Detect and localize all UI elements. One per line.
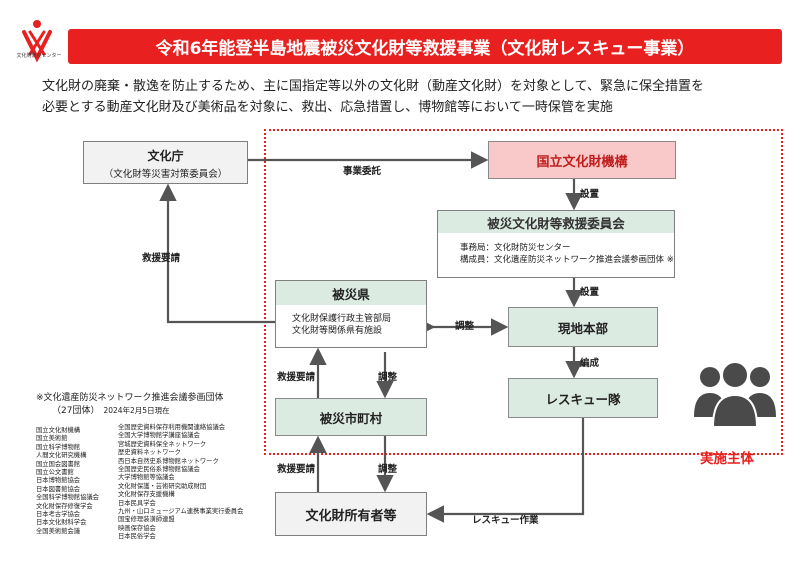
member-item: 日本文化財科学会 [36, 519, 87, 527]
member-item: 全国美術館会議 [36, 527, 81, 535]
label-organize: 編成 [580, 358, 600, 369]
intro-line-1: 文化財の廃棄・散逸を防止するため、主に国指定等以外の文化財（動産文化財）を対象と… [42, 79, 704, 94]
prefecture-title: 被災県 [276, 281, 426, 305]
label-coord-muni-owner: 調整 [378, 464, 398, 475]
label-rescue-work: レスキュー作業 [472, 515, 539, 526]
member-item: 映画保存協会 [118, 524, 156, 532]
member-item: 西日本自然史系博物館ネットワーク [118, 457, 219, 465]
member-item: 日本考古学協会 [36, 511, 81, 519]
agency-subtitle: （文化財等災害対策委員会） [103, 169, 228, 180]
label-request-pref: 救援要請 [277, 372, 316, 383]
label-coord-pref-hq: 調整 [455, 321, 475, 332]
member-item: 大学博物館等協議会 [118, 474, 175, 482]
member-item: 文化財保存修復学会 [36, 502, 93, 510]
label-setup-1: 設置 [580, 189, 600, 200]
label-request-muni: 救援要請 [277, 464, 316, 475]
label-coord-pref-muni: 調整 [378, 372, 398, 383]
node-hq: 現地本部 [508, 307, 658, 347]
node-agency: 文化庁 （文化財等災害対策委員会） [83, 141, 248, 184]
committee-line-1: 事務局：文化財防災センター [460, 243, 571, 253]
edge-rescue-work [426, 418, 585, 523]
member-item: 日本図書館協会 [36, 485, 81, 493]
page-title: 令和6年能登半島地震被災文化財等救援事業（文化財レスキュー事業） [68, 29, 782, 64]
logo-text: 文化財防災センター [16, 53, 62, 59]
member-item: 文化財保護・芸術研究助成財団 [118, 482, 207, 490]
member-item: 国立科学博物館 [36, 443, 81, 451]
member-item: 全国歴史資料保存利用機関連絡協議会 [118, 424, 226, 431]
node-committee: 被災文化財等救援委員会 事務局：文化財防災センター 構成員：文化遺産防災ネットワ… [437, 210, 675, 278]
member-item: 文化財保存支援機構 [118, 491, 175, 499]
member-item: 国立国会図書館 [36, 460, 81, 468]
note-count: （27団体） [52, 406, 100, 416]
member-item: 日本博物館協会 [36, 477, 81, 485]
node-nich: 国立文化財機構 [488, 141, 676, 179]
member-item: 国宝修理装潢師連盟 [118, 516, 175, 524]
intro-line-2: 必要とする動産文化財及び美術品を対象に、救出、応急措置し、博物館等において一時保… [42, 100, 613, 115]
prefecture-line-1: 文化財保護行政主管部局 [292, 314, 392, 324]
note-subheading: （27団体）2024年2月5日現在 [52, 403, 170, 416]
edge-request-main [159, 183, 275, 324]
member-item: 九州・山口ミュージアム連携事業実行委員会 [118, 508, 244, 516]
member-item: 歴史資料ネットワーク [118, 449, 181, 457]
member-item: 国立美術館 [36, 435, 68, 443]
note-heading: ※文化遺産防災ネットワーク推進会議参画団体 [36, 393, 224, 403]
member-item: 全国大学博物館学講座協議会 [118, 432, 200, 440]
member-item: 宮城歴史資料保全ネットワーク [118, 440, 207, 448]
member-item: 日本民具学会 [118, 499, 156, 507]
agency-title: 文化庁 [147, 149, 184, 163]
node-prefecture: 被災県 文化財保護行政主管部局 文化財等関係県有施設 [275, 280, 427, 348]
member-list-col1: 国立文化財機構 国立美術館 国立科学博物館 人間文化研究機構 国立国会図書館 国… [36, 427, 99, 536]
node-municipality: 被災市町村 [275, 398, 427, 436]
implementer-frame [264, 129, 783, 455]
member-item: 国立公文書館 [36, 469, 74, 477]
member-item: 人間文化研究機構 [36, 452, 87, 460]
member-list-col2: 全国歴史資料保存利用機関連絡協議会 全国大学博物館学講座協議会 宮城歴史資料保全… [118, 424, 243, 542]
label-request-main: 救援要請 [142, 253, 181, 264]
implementer-label: 実施主体 [700, 451, 754, 467]
logo-mark [22, 20, 52, 63]
node-owner: 文化財所有者等 [275, 492, 427, 536]
node-rescue-team: レスキュー隊 [508, 378, 658, 418]
label-setup-2: 設置 [580, 287, 600, 298]
member-item: 全国科学博物館協議会 [36, 494, 99, 502]
intro-text: 文化財の廃棄・散逸を防止するため、主に国指定等以外の文化財（動産文化財）を対象と… [42, 76, 782, 118]
member-item: 国立文化財機構 [36, 427, 81, 434]
member-item: 全国歴史民俗系博物館協議会 [118, 466, 200, 474]
committee-line-2: 構成員：文化遺産防災ネットワーク推進会議参画団体 ※ [460, 255, 674, 265]
note-date: 2024年2月5日現在 [103, 406, 170, 415]
people-group-icon [694, 361, 776, 428]
committee-title: 被災文化財等救援委員会 [438, 211, 674, 233]
member-item: 日本民俗学会 [118, 533, 156, 541]
label-commission: 事業委託 [343, 166, 382, 177]
prefecture-line-2: 文化財等関係県有施設 [292, 326, 383, 336]
